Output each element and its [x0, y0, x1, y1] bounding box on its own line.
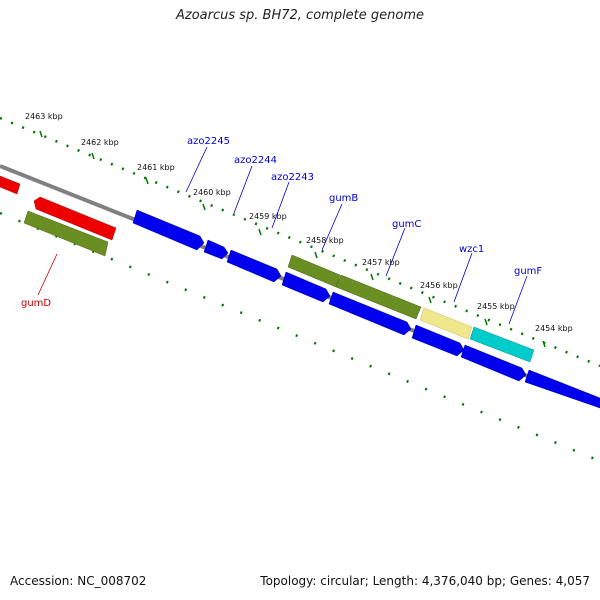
label-leaders [37, 146, 528, 325]
gene-label: gumC [392, 219, 421, 230]
tick-label: 2458 kbp [306, 236, 344, 245]
genes-label: Genes: [509, 574, 552, 588]
gene-arrow-blue [203, 239, 229, 260]
gene-arrow-blue [460, 344, 527, 382]
gene-arrow-blue-right [524, 369, 600, 409]
gene-arrow-olive-gumd [23, 210, 109, 257]
gene-label: gumB [329, 193, 358, 204]
tick-label: 2457 kbp [362, 258, 400, 267]
gene-label: gumD [21, 298, 51, 309]
gene-arrow-blue [281, 271, 331, 303]
outer-tick-ring [0, 116, 600, 368]
gene-arrow-blue [411, 324, 465, 357]
gene-arrow-blue [226, 249, 282, 283]
map-title: Azoarcus sp. BH72, complete genome [175, 8, 425, 23]
gene-arrow-cyan [469, 326, 535, 363]
tick-label: 2462 kbp [81, 138, 119, 147]
tick-labels: 2463 kbp 2462 kbp 2461 kbp 2460 kbp 2459… [25, 112, 573, 333]
tick-label: 2460 kbp [193, 188, 231, 197]
tick-label: 2456 kbp [420, 281, 458, 290]
gene-label: gumF [514, 266, 542, 277]
tick-label: 2459 kbp [249, 212, 287, 221]
reverse-strand [0, 175, 535, 363]
genome-stats: Topology: circular; Length: 4,376,040 bp… [260, 574, 590, 588]
gene-arrow-blue [132, 209, 205, 251]
tick-label: 2455 kbp [477, 302, 515, 311]
tick-label: 2454 kbp [535, 324, 573, 333]
forward-strand [23, 209, 600, 409]
genes-value: 4,057 [555, 574, 590, 588]
accession-info: Accession: NC_008702 [10, 574, 146, 588]
gene-label: azo2243 [271, 172, 314, 183]
gene-arrow-red-left [0, 175, 21, 195]
gene-label: wzc1 [459, 244, 484, 255]
length-label: Length: [372, 574, 419, 588]
topology-label: Topology: [260, 574, 317, 588]
accession-label: Accession: [10, 574, 74, 588]
gene-label: azo2245 [187, 136, 230, 147]
gene-arrow-blue [328, 291, 412, 336]
gene-arrow-red [33, 196, 117, 241]
accession-value: NC_008702 [77, 574, 147, 588]
gene-arrow-khaki [419, 307, 473, 340]
tick-label: 2463 kbp [25, 112, 63, 121]
topology-value: circular [320, 574, 365, 588]
gene-arrow-olive-gumc [335, 274, 422, 320]
length-value: 4,376,040 bp [421, 574, 502, 588]
tick-marks [39, 130, 546, 348]
gene-label: azo2244 [234, 155, 277, 166]
tick-label: 2461 kbp [137, 163, 175, 172]
inner-tick-ring [0, 211, 600, 463]
gene-labels: azo2245 azo2244 azo2243 gumB gumC wzc1 g… [21, 136, 542, 309]
